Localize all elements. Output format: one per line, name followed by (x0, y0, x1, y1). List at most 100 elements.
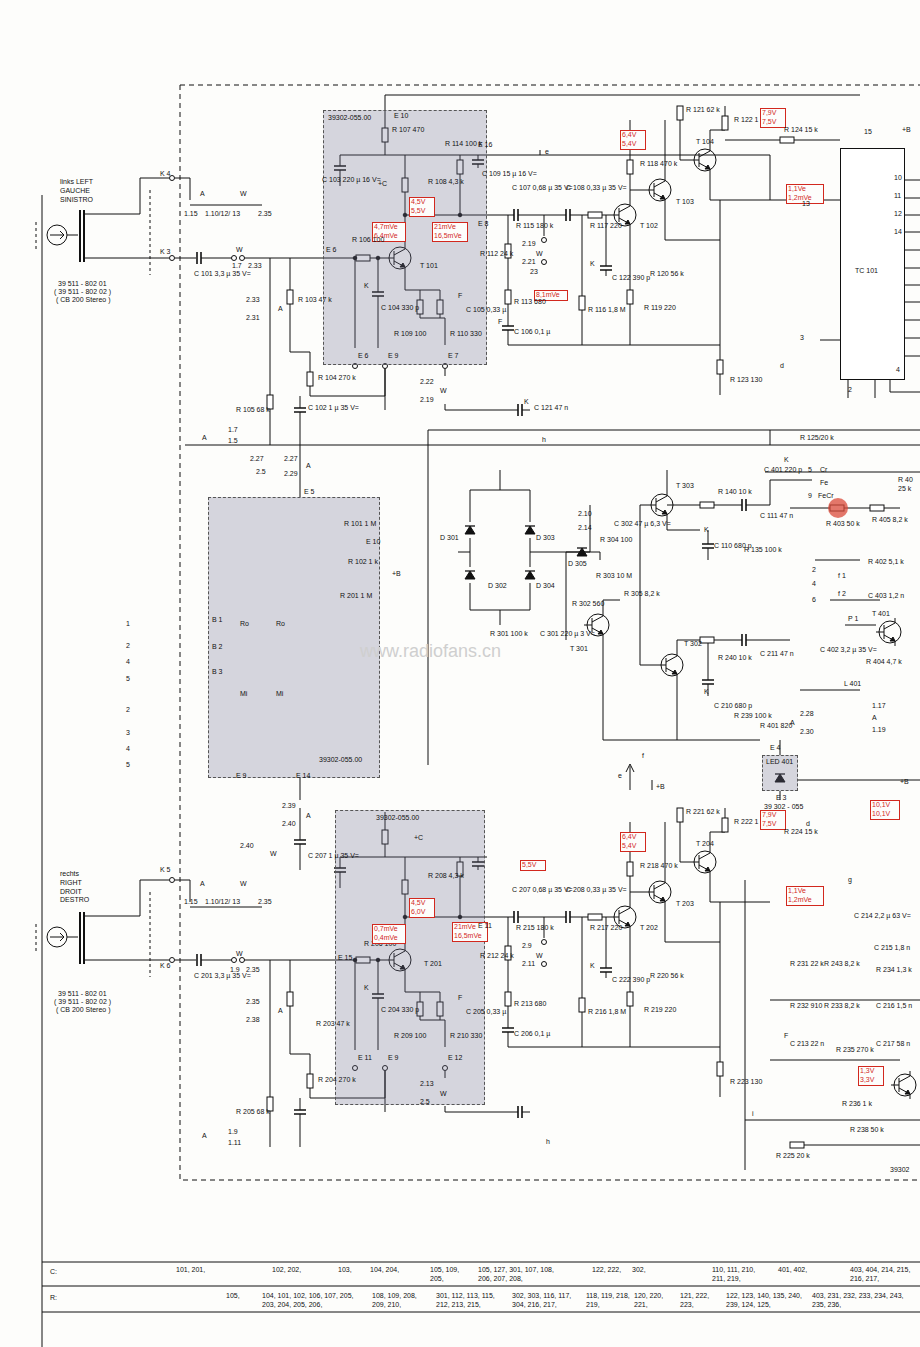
part-label: g (848, 876, 852, 885)
part-label: R 243 8,2 k (824, 960, 860, 969)
part-label: R 215 180 k (516, 924, 554, 933)
part-label: R 216 1,8 M (588, 1008, 626, 1017)
part-label: A (278, 1007, 283, 1016)
part-label: C 206 0,1 µ (514, 1030, 550, 1039)
part-label: C 401 220 p (764, 466, 802, 475)
part-label: C 205 0,33 µ (466, 1008, 506, 1017)
part-label: 105, (226, 1292, 240, 1301)
part-label: 1.7 (232, 262, 242, 271)
part-label: R 212 24 k (480, 952, 514, 961)
part-label: 104, 204, (370, 1266, 400, 1275)
part-label: 2.35 (258, 898, 272, 907)
part-label: R 233 8,2 k (824, 1002, 860, 1011)
part-label: 2.14 (578, 524, 592, 533)
part-label: Ro (276, 620, 285, 629)
part-label: C 207 0,68 µ 35 V= (512, 886, 573, 895)
part-label: 1 (126, 620, 130, 629)
module-label: 39302-055.00 (319, 756, 362, 764)
part-label: E 16 (478, 141, 492, 150)
part-label: 1.15 (184, 898, 198, 907)
part-label: 39 511 - 802 01 (58, 990, 118, 999)
part-label: C 102 1 µ 35 V= (308, 404, 359, 413)
part-label: C 107 0,68 µ 35 V= (512, 184, 573, 193)
part-label: T 102 (640, 222, 658, 231)
part-label: R 210 330 (450, 1032, 482, 1041)
part-label: P 1 (848, 615, 858, 624)
part-label: R 108 4,3 k (428, 178, 464, 187)
part-label: 1.10/12/ 13 (205, 210, 250, 219)
part-label: K (364, 984, 369, 993)
part-label: R 205 68 k (236, 1108, 270, 1117)
part-label: T 104 (696, 138, 714, 147)
part-label: R 405 8,2 k (872, 516, 908, 525)
part-label: R 104 270 k (318, 374, 356, 383)
part-label: C 103 220 µ 16 V= (322, 176, 381, 185)
part-label: Ro (240, 620, 249, 629)
part-label: R 238 50 k (850, 1126, 884, 1135)
part-label: K (590, 260, 595, 269)
part-label: T 302 (684, 640, 702, 649)
part-label: R 218 470 k (640, 862, 678, 871)
part-label: W (440, 1090, 447, 1099)
part-label: A (202, 434, 207, 443)
part-label: C 403 1,2 n (868, 592, 904, 601)
part-label: R 101 1 M (344, 520, 376, 529)
part-label: 122, 222, (592, 1266, 622, 1275)
part-label: 14 (894, 228, 902, 237)
part-label: R 209 100 (394, 1032, 426, 1041)
part-label: C 201 3,3 µ 35 V= (194, 972, 251, 981)
part-label: R 304 100 (600, 536, 632, 545)
part-label: 2.39 (282, 802, 296, 811)
part-label: R 220 56 k (650, 972, 684, 981)
part-label: D 305 (568, 560, 587, 569)
voltage-reading: 7,9V 7,5V (760, 108, 786, 128)
part-label: R 109 100 (394, 330, 426, 339)
part-label: R 114 100 k (445, 140, 482, 149)
part-label: 4 (126, 745, 130, 754)
voltage-reading: 21mVe 16,5mVe (432, 222, 468, 242)
part-label: 403, 231, 232, 233, 234, 243, 235, 236, (812, 1292, 912, 1310)
part-label: C 208 0,33 µ 35 V= (566, 886, 627, 895)
part-label: R 112 24 k (480, 250, 513, 259)
part-label: C 207 1 µ 35 V= (308, 852, 359, 861)
part-label: E 8 (478, 220, 489, 229)
part-label: R 224 15 k (784, 828, 818, 837)
part-label: 108, 109, 208, 209, 210, (372, 1292, 427, 1310)
module-label: LED 401 (766, 758, 793, 766)
voltage-reading: 0,7mVe 0,4mVe (372, 924, 406, 944)
part-label: E 9 (388, 1054, 399, 1063)
part-label: 2.11 (522, 960, 535, 969)
part-label: C 214 2,2 µ 63 V= (854, 912, 911, 921)
part-label: 1.7 (228, 426, 238, 435)
part-label: W (536, 250, 543, 259)
part-label: 2.33 (248, 262, 262, 271)
part-label: R 203 47 k (316, 1020, 350, 1029)
part-label: B 3 (212, 668, 223, 677)
part-label: R 301 100 k (490, 630, 528, 639)
voltage-reading: 1,3V 3,3V (858, 1066, 884, 1086)
part-label: C 215 1,8 n (874, 944, 910, 953)
part-label: T 203 (676, 900, 694, 909)
part-label: ( CB 200 Stereo ) (56, 1006, 128, 1015)
part-label: R 107 470 (392, 126, 424, 135)
part-label: C 109 15 µ 16 V= (482, 170, 537, 179)
part-label: R 403 50 k (826, 520, 860, 529)
part-label: K (590, 962, 595, 971)
part-label: K 4 (160, 170, 171, 179)
part-label: E 5 (304, 488, 315, 497)
part-label: R 119 220 (644, 304, 676, 313)
part-label: Mi (240, 690, 247, 699)
part-label: 2.10 (578, 510, 592, 519)
part-label: 2.22 (420, 378, 434, 387)
module-label: 39302-055.00 (376, 814, 419, 822)
part-label: T 103 (676, 198, 694, 207)
part-label: C 402 3,2 µ 35 V= (820, 646, 877, 655)
part-label: R 135 100 k (744, 546, 782, 555)
part-label: 2.27 (284, 455, 298, 464)
part-label: 2.33 (246, 296, 260, 305)
part-label: 2 (848, 386, 852, 395)
led-module: LED 401 (762, 755, 798, 791)
part-label: K (364, 282, 369, 291)
part-label: 105, 109, 205, (430, 1266, 468, 1284)
part-label: 12 (894, 210, 902, 219)
